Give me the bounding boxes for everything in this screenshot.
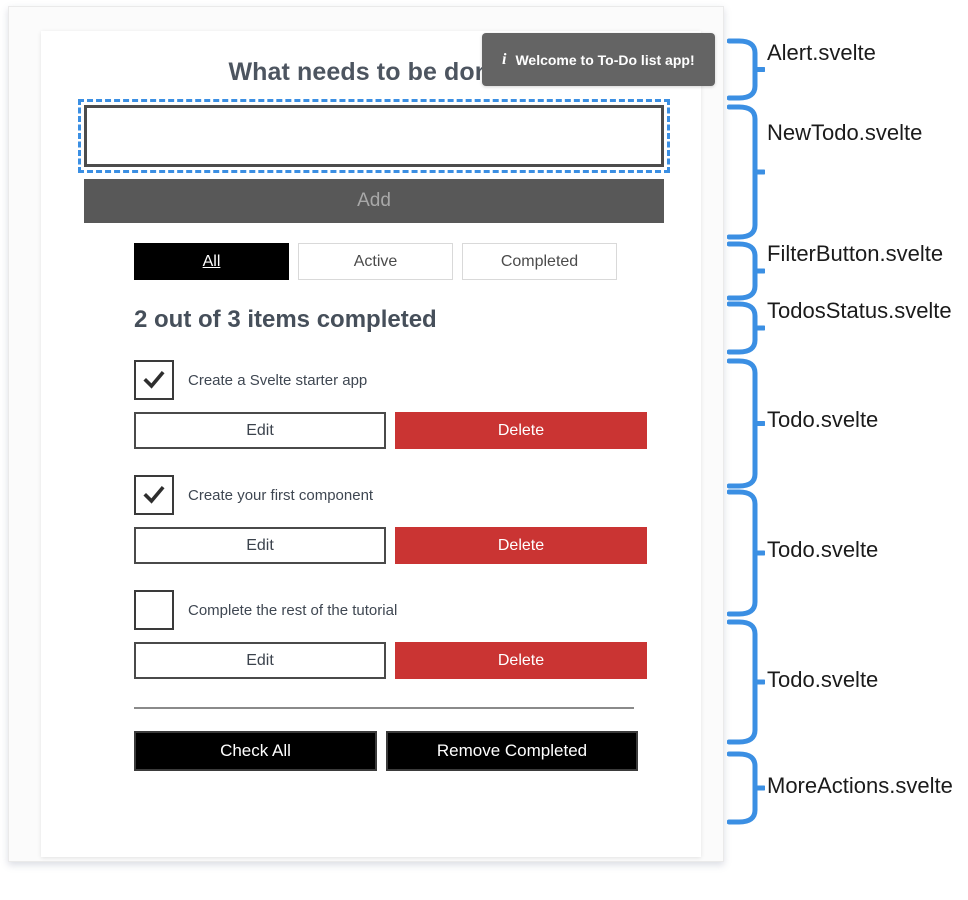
todo-item: Create your first component Edit Delete bbox=[134, 475, 664, 564]
add-todo-button[interactable]: Add bbox=[84, 179, 664, 223]
alert-toast: i Welcome to To-Do list app! bbox=[482, 33, 715, 86]
filter-button-active[interactable]: Active bbox=[298, 243, 453, 280]
todo-item: Complete the rest of the tutorial Edit D… bbox=[134, 590, 664, 679]
todo-actions: Edit Delete bbox=[134, 642, 664, 679]
new-todo-input[interactable] bbox=[78, 99, 670, 173]
bracket-icon bbox=[727, 241, 765, 301]
edit-button[interactable]: Edit bbox=[134, 527, 386, 564]
todo-label: Create your first component bbox=[188, 486, 374, 504]
section-divider bbox=[134, 707, 634, 709]
bracket-icon bbox=[727, 301, 765, 355]
annotation-label: Todo.svelte bbox=[767, 537, 879, 562]
todos-status-heading: 2 out of 3 items completed bbox=[134, 306, 437, 333]
todo-checkbox[interactable] bbox=[134, 590, 174, 630]
page-title: What needs to be done? bbox=[228, 58, 520, 86]
app-card: What needs to be done? Add All Active Co… bbox=[41, 31, 701, 857]
filter-label-completed: Completed bbox=[500, 252, 579, 270]
bracket-icon bbox=[727, 619, 765, 745]
bracket-icon bbox=[727, 358, 765, 489]
delete-button[interactable]: Delete bbox=[395, 642, 647, 679]
todo-header: Create your first component bbox=[134, 475, 664, 515]
filter-button-all[interactable]: All bbox=[134, 243, 289, 280]
check-icon bbox=[143, 370, 165, 389]
bracket-icon bbox=[727, 751, 765, 825]
browser-frame: What needs to be done? Add All Active Co… bbox=[8, 6, 724, 862]
todo-actions: Edit Delete bbox=[134, 527, 664, 564]
annotation-label: NewTodo.svelte bbox=[767, 120, 923, 145]
annotation-label: Todo.svelte bbox=[767, 667, 879, 692]
filter-button-completed[interactable]: Completed bbox=[462, 243, 617, 280]
edit-button[interactable]: Edit bbox=[134, 412, 386, 449]
todo-app: What needs to be done? Add All Active Co… bbox=[78, 57, 670, 771]
more-actions-group: Check All Remove Completed bbox=[134, 731, 664, 771]
bracket-icon bbox=[727, 38, 765, 101]
todo-header: Create a Svelte starter app bbox=[134, 360, 664, 400]
edit-button[interactable]: Edit bbox=[134, 642, 386, 679]
check-icon bbox=[143, 485, 165, 504]
todo-actions: Edit Delete bbox=[134, 412, 664, 449]
info-icon: i bbox=[502, 50, 507, 68]
todo-item: Create a Svelte starter app Edit Delete bbox=[134, 360, 664, 449]
filter-label-active: Active bbox=[353, 252, 398, 270]
remove-completed-button[interactable]: Remove Completed bbox=[386, 731, 638, 771]
annotation-label: MoreActions.svelte bbox=[767, 773, 953, 798]
delete-button[interactable]: Delete bbox=[395, 412, 647, 449]
annotation-label: Alert.svelte bbox=[767, 40, 876, 65]
todo-checkbox[interactable] bbox=[134, 475, 174, 515]
todo-header: Complete the rest of the tutorial bbox=[134, 590, 664, 630]
filter-button-group: All Active Completed bbox=[134, 243, 664, 280]
annotation-label: Todo.svelte bbox=[767, 407, 879, 432]
todo-label: Create a Svelte starter app bbox=[188, 371, 368, 389]
alert-message: Welcome to To-Do list app! bbox=[515, 51, 695, 68]
bracket-icon bbox=[727, 104, 765, 240]
delete-button[interactable]: Delete bbox=[395, 527, 647, 564]
annotation-label: FilterButton.svelte bbox=[767, 241, 944, 266]
bracket-icon bbox=[727, 489, 765, 617]
filter-label-all: All bbox=[202, 252, 221, 270]
annotation-label: TodosStatus.svelte bbox=[767, 298, 952, 323]
check-all-button[interactable]: Check All bbox=[134, 731, 377, 771]
todo-label: Complete the rest of the tutorial bbox=[188, 601, 398, 619]
todo-checkbox[interactable] bbox=[134, 360, 174, 400]
